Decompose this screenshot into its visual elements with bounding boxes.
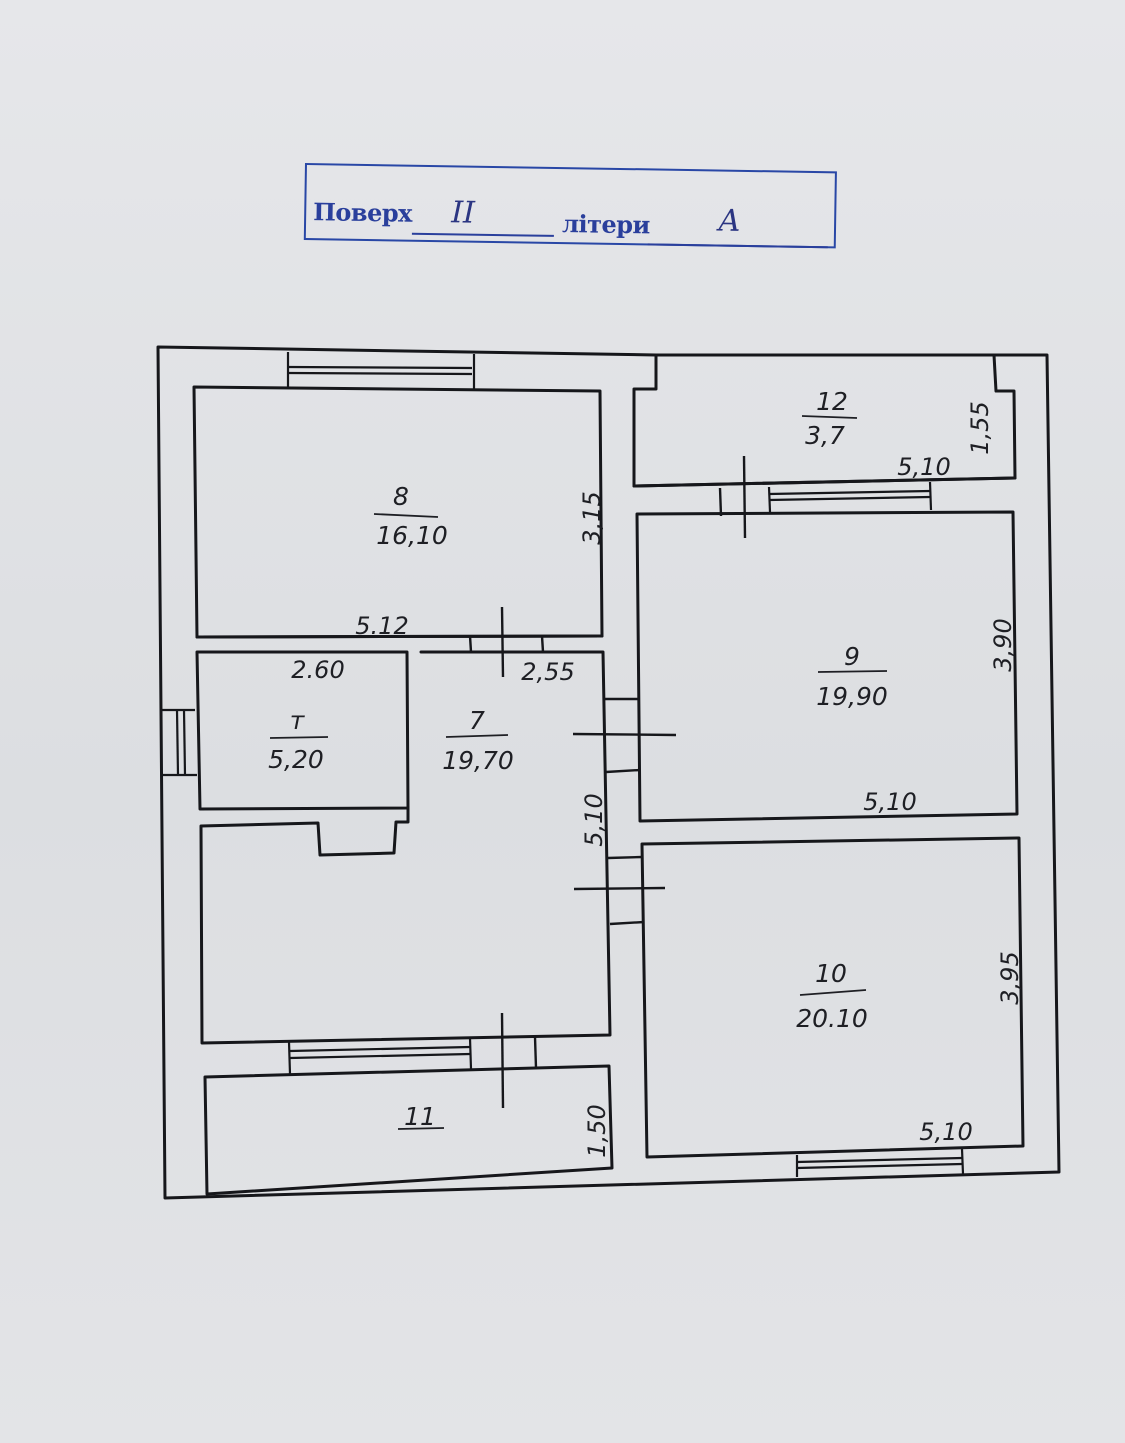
dim-room12-width: 5,10 bbox=[897, 453, 950, 481]
window-room-12-9 bbox=[767, 481, 933, 513]
room-9-area: 19,90 bbox=[816, 682, 888, 711]
exterior-wall-outline bbox=[156, 345, 1061, 1200]
room-7-number: 7 bbox=[469, 706, 485, 735]
window-room-7-11 bbox=[287, 1037, 473, 1075]
door-room-7-11 bbox=[500, 1012, 538, 1109]
dim-room9-height: 3,90 bbox=[989, 618, 1017, 671]
dim-room12-height: 1,55 bbox=[966, 401, 994, 454]
room-11-underline bbox=[397, 1127, 445, 1130]
room-wc-fraction-bar bbox=[269, 736, 329, 739]
room-7-area: 19,70 bbox=[442, 746, 514, 775]
window-room-10 bbox=[795, 1148, 965, 1177]
room-8-area: 16,10 bbox=[376, 521, 448, 550]
room-10-fraction-bar bbox=[799, 989, 867, 996]
room-10-outline bbox=[640, 836, 1025, 1159]
room-12-area: 3,7 bbox=[805, 421, 845, 450]
door-room-7-9 bbox=[572, 697, 677, 774]
door-room-8-7 bbox=[468, 606, 545, 678]
room-11-number: 11 bbox=[404, 1102, 436, 1131]
room-8-outline bbox=[192, 385, 604, 639]
door-room-7-10 bbox=[573, 855, 666, 926]
dim-room8-width: 5.12 bbox=[355, 612, 408, 640]
room-wc-number: т bbox=[290, 706, 306, 735]
room-8-number: 8 bbox=[393, 482, 409, 511]
room-11-outline bbox=[203, 1064, 614, 1196]
room-7-outline bbox=[199, 650, 612, 1045]
door-room-12-9 bbox=[718, 455, 747, 539]
room-7-fraction-bar bbox=[445, 734, 509, 738]
dim-room9-width: 5,10 bbox=[863, 788, 916, 816]
window-room-8 bbox=[286, 352, 476, 389]
room-9-outline bbox=[635, 510, 1019, 823]
interior-wall-8-7 bbox=[195, 634, 604, 639]
room-9-number: 9 bbox=[844, 642, 860, 671]
room-wc-area: 5,20 bbox=[268, 745, 324, 774]
dim-room11-height: 1,50 bbox=[583, 1104, 611, 1157]
room-12-fraction-bar bbox=[801, 415, 858, 419]
dim-wc-width: 2.60 bbox=[291, 656, 344, 684]
dim-room7-width: 2,55 bbox=[521, 658, 574, 686]
room-8-fraction-bar bbox=[373, 513, 439, 518]
window-room-wc bbox=[162, 708, 197, 777]
room-9-fraction-bar bbox=[817, 670, 888, 673]
room-10-number: 10 bbox=[815, 959, 847, 988]
room-12-number: 12 bbox=[816, 387, 848, 416]
dim-room7-height: 5,10 bbox=[580, 793, 608, 846]
dim-room10-width: 5,10 bbox=[919, 1118, 972, 1146]
dim-room8-height: 3,15 bbox=[578, 491, 606, 544]
room-10-area: 20.10 bbox=[796, 1004, 868, 1033]
dim-room10-height: 3,95 bbox=[996, 951, 1024, 1004]
interior-wall-12-9 bbox=[632, 476, 1017, 488]
